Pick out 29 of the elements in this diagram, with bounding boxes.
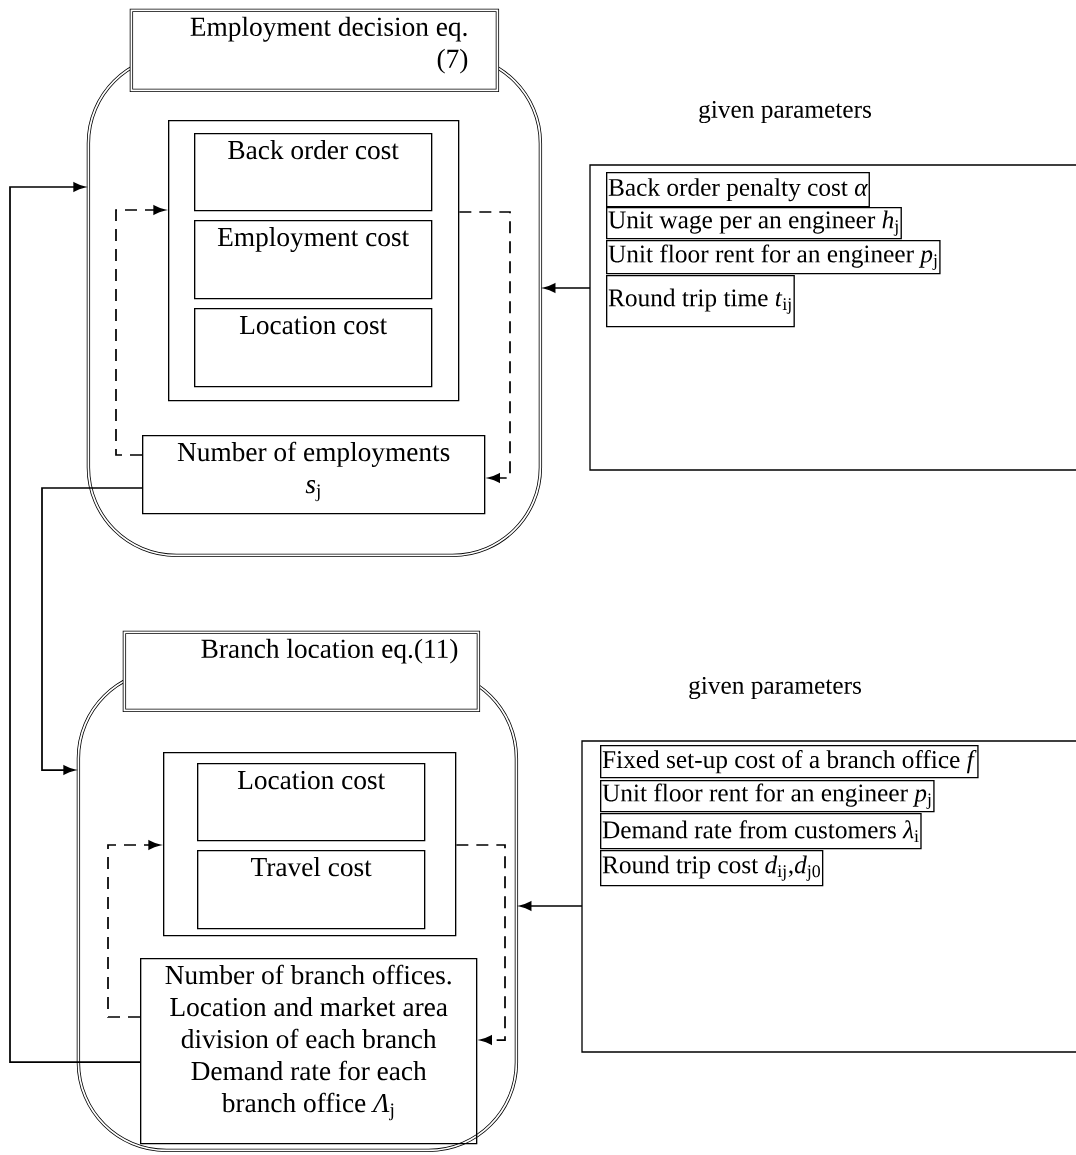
dashed-arrow — [458, 211, 511, 483]
cost-box: Location cost — [194, 308, 433, 388]
parameter-row: Fixed set-up cost of a branch office f — [600, 745, 979, 779]
dashed-arrow — [107, 840, 161, 1018]
parameter-row: Round trip cost d$_{ij}$,d$_{j0}$ — [600, 850, 824, 887]
parameter-row: Back order penalty cost α — [606, 172, 870, 208]
parameter-row: Unit wage per an engineer h$_{j}$ — [606, 207, 902, 240]
parameter-row: Demand rate from customers λ$_{i}$ — [600, 813, 922, 850]
result-box: Number of branch offices. Location and market area division of each branch Demand rate for each branch office Λ$_{j}$ — [140, 958, 478, 1145]
heading-box: Employment decision eq. (7) — [129, 8, 500, 93]
cost-box: Employment cost — [194, 220, 433, 300]
arrow — [9, 182, 141, 1063]
group-box — [163, 752, 457, 937]
cost-box: Travel cost — [197, 850, 426, 930]
parameter-row: Unit floor rent for an engineer p$_{j}$ — [606, 240, 941, 275]
heading-box: Branch location eq.(11) — [122, 630, 481, 713]
cost-box: Back order cost — [194, 133, 433, 212]
parameter-row: Unit floor rent for an engineer p$_{j}$ — [600, 780, 935, 813]
dashed-arrow — [455, 844, 506, 1045]
panel-heading: given parameters — [699, 100, 871, 124]
cost-box: Location cost — [197, 763, 426, 842]
arrow — [543, 283, 591, 293]
parameter-row: Round trip time t$_{ij}$ — [606, 275, 795, 328]
arrow — [41, 487, 143, 775]
panel-heading: given parameters — [689, 676, 861, 700]
group-box — [168, 120, 460, 402]
dashed-arrow — [115, 205, 166, 456]
result-box: Number of employments s$_{j}$ — [142, 435, 486, 515]
arrow — [519, 901, 583, 911]
